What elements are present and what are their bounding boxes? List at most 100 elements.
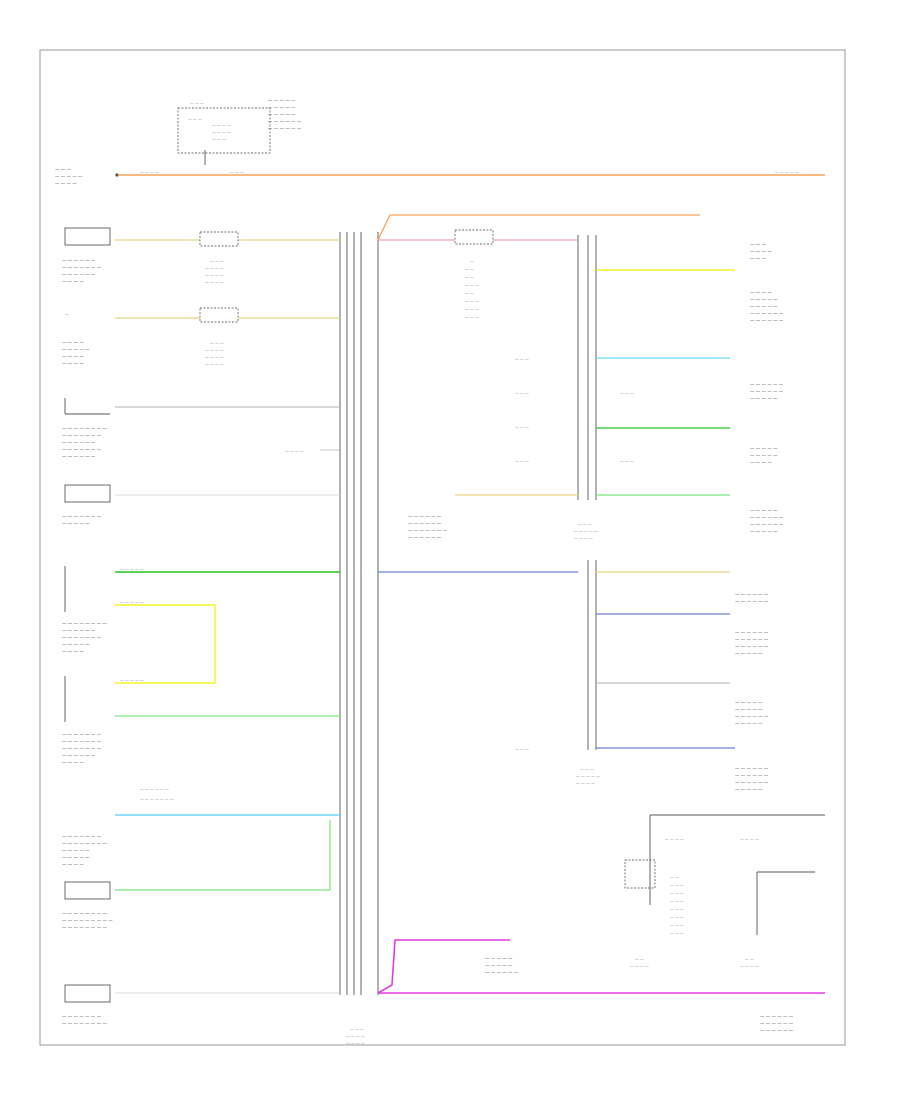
right-lower-wires: — — — — — — — — — — — — — — — — — — — — … bbox=[515, 571, 769, 793]
svg-text:— — — — —: — — — — — bbox=[55, 175, 83, 180]
svg-text:— — — — — —: — — — — — — bbox=[750, 516, 784, 521]
svg-text:— — — — —: — — — — — bbox=[268, 99, 296, 104]
left-module-4: — — — — — — — — — — — — bbox=[62, 484, 340, 527]
svg-text:— — — — — — —: — — — — — — — bbox=[62, 733, 102, 738]
svg-text:— — — — — —: — — — — — — bbox=[268, 120, 302, 125]
svg-text:— — — — — — —: — — — — — — — bbox=[140, 796, 174, 801]
svg-text:— — — —: — — — — bbox=[212, 122, 231, 127]
svg-text:— — — — —: — — — — — bbox=[735, 652, 763, 657]
svg-text:— — — — — —: — — — — — — bbox=[62, 273, 96, 278]
svg-text:— — —: — — — bbox=[750, 243, 767, 248]
diagram-frame bbox=[39, 49, 846, 1046]
svg-text:— — —: — — — bbox=[465, 282, 479, 287]
svg-text:— — —: — — — bbox=[670, 882, 684, 887]
svg-text:— — — — — — —: — — — — — — — bbox=[62, 747, 102, 752]
svg-text:— — — — —: — — — — — bbox=[485, 964, 513, 969]
svg-text:— — —: — — — bbox=[670, 898, 684, 903]
svg-text:— — —: — — — bbox=[515, 746, 529, 751]
svg-text:— — — — —: — — — — — bbox=[750, 530, 778, 535]
splice-bus-right: — — — — — — — — — — — — — — — — — — — — … bbox=[574, 235, 600, 785]
svg-text:— — —: — — — bbox=[620, 390, 634, 395]
center-wires: — — — — — — — — — — — — — — — — — — — — … bbox=[377, 214, 825, 994]
svg-text:— — — — — — — —: — — — — — — — — bbox=[62, 622, 108, 627]
svg-text:— — — — —: — — — — — bbox=[750, 509, 778, 514]
svg-text:— — — —: — — — — bbox=[740, 963, 759, 968]
svg-text:— — — — — —: — — — — — — bbox=[735, 774, 769, 779]
svg-text:— — — — — —: — — — — — — bbox=[408, 515, 442, 520]
svg-text:— — — — —: — — — — — bbox=[62, 849, 90, 854]
svg-text:— — —: — — — bbox=[515, 424, 529, 429]
svg-text:— — — — —: — — — — — bbox=[750, 454, 778, 459]
svg-text:— — — —: — — — — bbox=[62, 863, 84, 868]
svg-text:— — — —: — — — — bbox=[205, 361, 224, 366]
svg-text:— — — —: — — — — bbox=[55, 182, 77, 187]
svg-text:— — — —: — — — — bbox=[205, 279, 224, 284]
svg-text:— — — — —: — — — — — bbox=[750, 298, 778, 303]
svg-text:— — — — —: — — — — — bbox=[120, 566, 144, 571]
svg-text:— — — — — — —: — — — — — — — bbox=[62, 636, 102, 641]
svg-text:— — — — —: — — — — — bbox=[62, 856, 90, 861]
svg-text:— — — — — — — —: — — — — — — — — bbox=[62, 1022, 108, 1027]
svg-text:— — — — —: — — — — — bbox=[750, 397, 778, 402]
svg-text:— — — — —: — — — — — bbox=[120, 677, 144, 682]
svg-text:— — — — — —: — — — — — — bbox=[408, 536, 442, 541]
svg-text:— — — — — —: — — — — — — bbox=[140, 786, 169, 791]
svg-text:— — —: — — — bbox=[190, 100, 204, 105]
splice-bus-left: — — — — — — — — — — — bbox=[339, 232, 379, 1045]
svg-text:— — — — — —: — — — — — — bbox=[62, 455, 96, 460]
svg-text:— — — — — — —: — — — — — — — bbox=[408, 529, 448, 534]
svg-text:— — —: — — — bbox=[670, 930, 684, 935]
svg-text:— — — — — —: — — — — — — bbox=[485, 971, 519, 976]
svg-text:— — — — — —: — — — — — — bbox=[735, 781, 769, 786]
svg-text:— —: — — bbox=[745, 956, 754, 961]
svg-text:— — — —: — — — — bbox=[205, 354, 224, 359]
power-feed-line: — — — — — — — — — — — — — — — — — — — — … bbox=[55, 168, 825, 187]
svg-text:— — — — — —: — — — — — — bbox=[750, 390, 784, 395]
svg-text:— — — — — — —: — — — — — — — bbox=[62, 1015, 102, 1020]
svg-text:— — —: — — — bbox=[212, 136, 226, 141]
svg-text:— — — — — —: — — — — — — bbox=[62, 754, 96, 759]
svg-text:— — —: — — — bbox=[670, 922, 684, 927]
svg-text:— — — — — — — —: — — — — — — — — bbox=[62, 842, 108, 847]
ignition-switch: — — — — — — — — — — — — — — — — — — — — … bbox=[177, 99, 302, 165]
svg-text:— — — —: — — — — bbox=[574, 535, 593, 540]
svg-text:— — — — — —: — — — — — — bbox=[750, 312, 784, 317]
svg-text:—: — bbox=[470, 258, 474, 263]
svg-text:— — — — —: — — — — — bbox=[574, 528, 598, 533]
svg-text:— — — — — — — —: — — — — — — — — bbox=[62, 427, 108, 432]
svg-text:— — — —: — — — — bbox=[212, 129, 231, 134]
svg-text:— — — — —: — — — — — bbox=[62, 643, 90, 648]
svg-text:— — — —: — — — — bbox=[750, 461, 772, 466]
svg-text:— — — — — —: — — — — — — bbox=[735, 715, 769, 720]
svg-text:— — — — — —: — — — — — — bbox=[735, 600, 769, 605]
svg-text:— — — — — —: — — — — — — bbox=[735, 631, 769, 636]
svg-text:— —: — — bbox=[635, 956, 644, 961]
svg-text:— — — — — —: — — — — — — bbox=[62, 629, 96, 634]
svg-text:— — —: — — — bbox=[515, 390, 529, 395]
svg-text:— — — — — — —: — — — — — — — bbox=[62, 434, 102, 439]
svg-text:— — — —: — — — — bbox=[346, 1033, 365, 1038]
svg-text:— — — — —: — — — — — bbox=[735, 788, 763, 793]
svg-text:— — — — — — —: — — — — — — — bbox=[62, 835, 102, 840]
right-bottom-section: — — — — — — — — — — — — — — — — — — — — … bbox=[624, 814, 825, 1034]
svg-text:— — — — —: — — — — — bbox=[735, 708, 763, 713]
svg-text:— — — — — —: — — — — — — bbox=[760, 1029, 794, 1034]
svg-text:— — —: — — — bbox=[230, 169, 244, 174]
svg-text:— — — — —: — — — — — bbox=[62, 522, 90, 527]
svg-text:— — — — — —: — — — — — — bbox=[268, 127, 302, 132]
svg-text:— — — — — —: — — — — — — bbox=[735, 767, 769, 772]
svg-text:— — — —: — — — — bbox=[205, 265, 224, 270]
svg-text:— — — —: — — — — bbox=[665, 836, 684, 841]
svg-text:— —: — — bbox=[465, 290, 474, 295]
svg-text:— — —: — — — bbox=[670, 890, 684, 895]
svg-text:— — —: — — — bbox=[580, 766, 594, 771]
svg-text:— — — — — —: — — — — — — bbox=[750, 319, 784, 324]
left-module-7: — — — — — — — — — — — — — — — — — — — — … bbox=[62, 786, 340, 890]
svg-text:— — — — — — —: — — — — — — — bbox=[62, 448, 102, 453]
left-module-8: — — — — — — — — — — — — — — — — — — — — … bbox=[62, 881, 330, 931]
left-module-1: — — — — — — — — — — — — — — — — — — — — … bbox=[62, 227, 340, 285]
svg-text:—: — bbox=[65, 311, 69, 316]
svg-text:— — — — —: — — — — — bbox=[268, 113, 296, 118]
svg-text:— — — — —: — — — — — bbox=[775, 169, 799, 174]
svg-text:— —: — — bbox=[465, 266, 474, 271]
